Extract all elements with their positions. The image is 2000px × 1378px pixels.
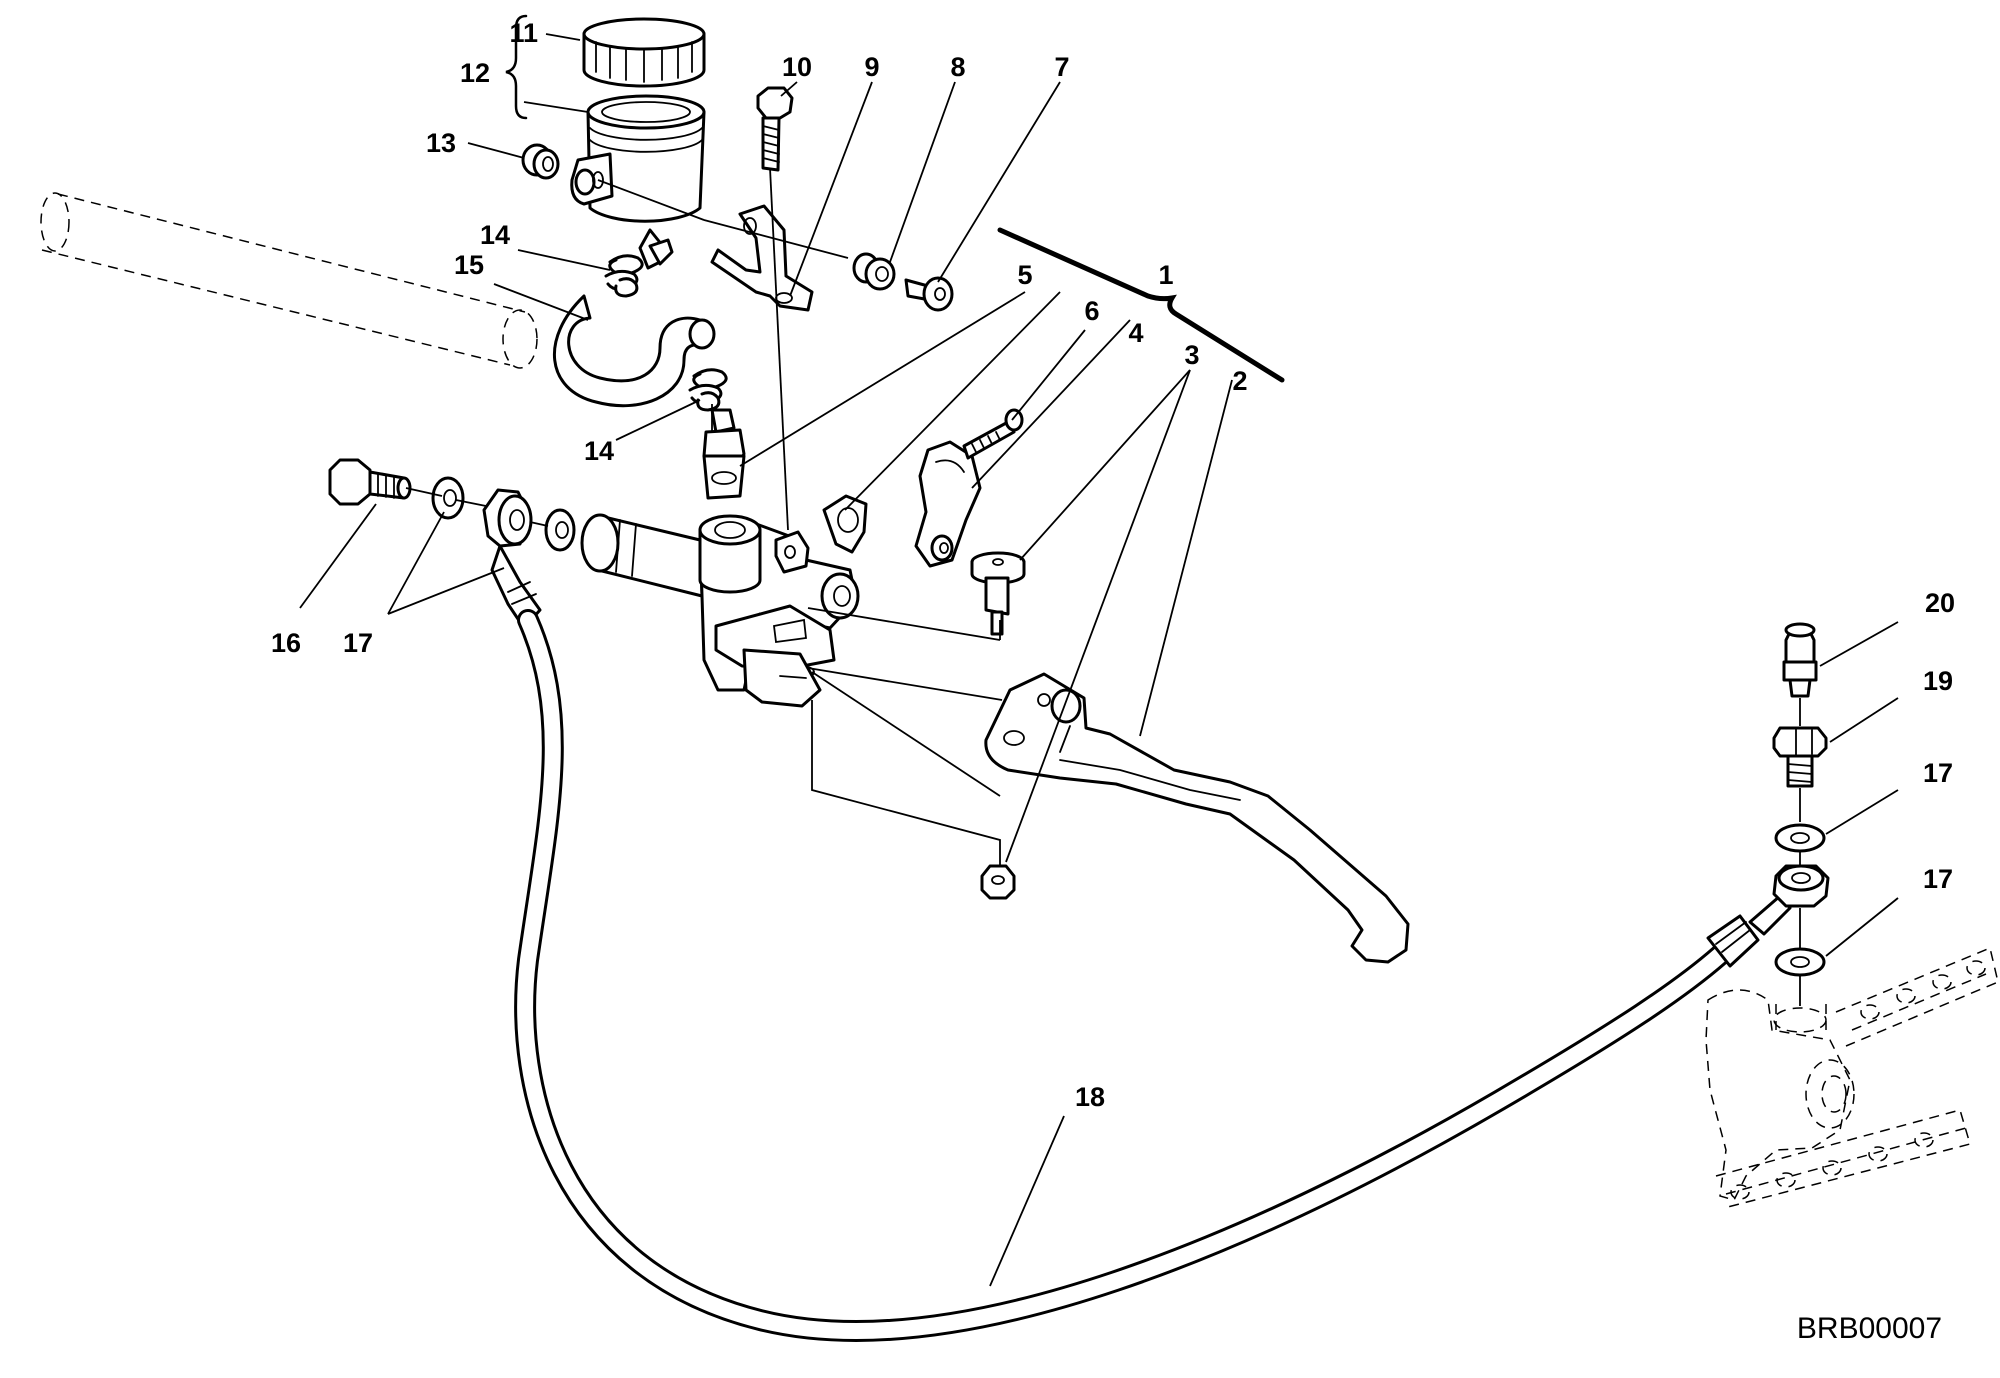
banjo-bolt	[328, 458, 412, 506]
fluid-reservoir	[570, 94, 706, 270]
callout-6: 6	[1084, 296, 1099, 326]
callout-12: 12	[460, 58, 490, 88]
callout-16: 16	[271, 628, 301, 658]
callout-19: 19	[1923, 666, 1953, 696]
bushing	[852, 252, 896, 291]
bleed-valve-nut	[1772, 726, 1828, 788]
callout-1: 1	[1158, 260, 1173, 290]
bleed-valve-cap	[1782, 622, 1818, 698]
callout-7: 7	[1054, 52, 1069, 82]
bracket-screw	[904, 276, 954, 312]
callout-labels: 11 12 13 14 15 14 10 9 8 7 1 5 6 4 3 2 1…	[271, 18, 1955, 1112]
callout-17-left: 17	[343, 628, 373, 658]
handlebar-clamp	[914, 440, 982, 568]
callout-14-lower: 14	[584, 436, 614, 466]
reservoir-cap	[582, 17, 706, 88]
mounting-bracket	[710, 204, 814, 312]
callout-17-right-lower: 17	[1923, 864, 1953, 894]
callout-17-right-upper: 17	[1923, 758, 1953, 788]
reservoir-hose	[552, 294, 716, 408]
callout-20: 20	[1925, 588, 1955, 618]
clutch-lever	[984, 672, 1410, 964]
master-cylinder-body	[580, 513, 860, 708]
sealing-washer-right-1	[1774, 823, 1826, 853]
lever-pivot-pin	[970, 551, 1026, 636]
banjo-fitting	[482, 488, 542, 630]
handlebar-tube	[40, 192, 538, 369]
drive-chain-upper	[1835, 946, 1999, 1047]
group-bracket-1	[997, 227, 1285, 383]
leader-lines	[299, 33, 1899, 1287]
callout-14-upper: 14	[480, 220, 510, 250]
callout-10: 10	[782, 52, 812, 82]
callout-13: 13	[426, 128, 456, 158]
clamp-lever-ear	[822, 494, 868, 554]
callout-11: 11	[509, 18, 538, 48]
sealing-washer-left-1	[431, 476, 465, 520]
assembly-lines	[405, 167, 1801, 1006]
callout-2: 2	[1232, 366, 1247, 396]
drawing-code: BRB00007	[1797, 1312, 1942, 1345]
reservoir-outlet-fitting	[648, 238, 674, 266]
inlet-fitting	[702, 408, 746, 500]
sealing-washer-right-2	[1774, 947, 1826, 977]
callout-18: 18	[1075, 1082, 1105, 1112]
callout-8: 8	[950, 52, 965, 82]
hose-clip-upper	[604, 254, 644, 298]
sealing-washer-left-2	[544, 508, 576, 552]
callout-5: 5	[1017, 260, 1032, 290]
drive-chain-lower	[1715, 1109, 1971, 1209]
slave-cylinder-housing	[1705, 989, 1855, 1201]
banjo-fitting-right	[1772, 864, 1830, 908]
clutch-hose	[514, 609, 1792, 1342]
callout-9: 9	[864, 52, 879, 82]
callout-15: 15	[454, 250, 484, 280]
bracket-bolt	[756, 86, 794, 172]
callout-3: 3	[1184, 340, 1199, 370]
callout-4: 4	[1128, 318, 1143, 348]
pivot-nut	[980, 864, 1016, 900]
hose-clip-lower	[688, 368, 728, 412]
clamp-screw	[962, 408, 1024, 460]
group-bracket-12	[505, 14, 528, 120]
grommet	[521, 143, 560, 180]
